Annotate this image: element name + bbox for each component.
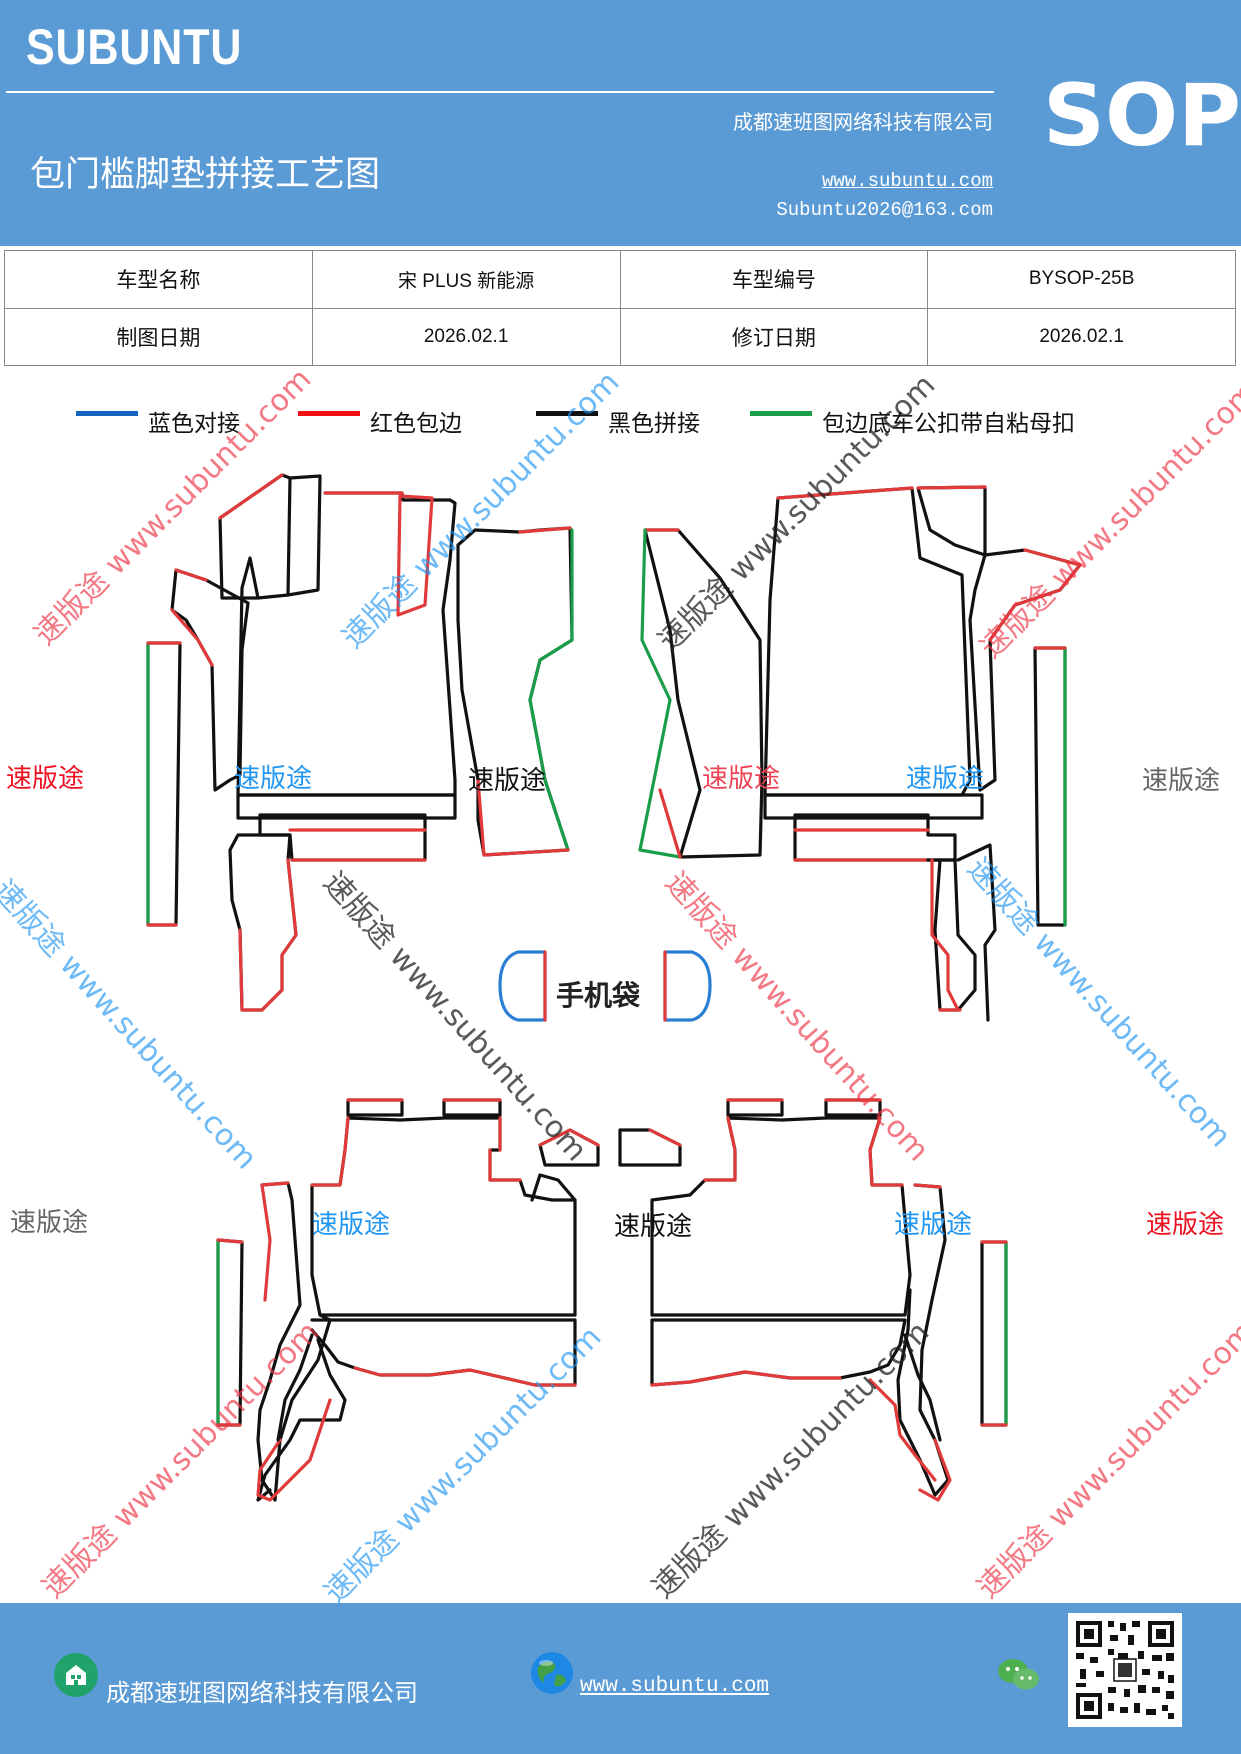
sop-badge: SOP — [1043, 66, 1241, 166]
header-website-link[interactable]: www.subuntu.com — [821, 170, 993, 192]
document-title: 包门槛脚垫拼接工艺图 — [30, 155, 381, 195]
legend-swatch — [76, 411, 138, 416]
revise-date-value: 2026.02.1 — [927, 307, 1236, 366]
brand-mark-label: 速版途 — [906, 764, 985, 794]
footer-banner: 成都速班图网络科技有限公司 www.subuntu.com — [0, 1603, 1241, 1754]
footer-website-link[interactable]: www.subuntu.com — [580, 1675, 770, 1698]
model-info-table: 车型名称 宋 PLUS 新能源 车型编号 BYSOP-25B 制图日期 2026… — [4, 250, 1236, 366]
building-icon — [54, 1653, 98, 1697]
brand-mark-label: 速版途 — [10, 1208, 89, 1238]
footer-company: 成都速班图网络科技有限公司 — [106, 1679, 418, 1707]
header-company: 成都速班图网络科技有限公司 — [733, 110, 993, 134]
rear-left-mat — [216, 1098, 600, 1502]
front-right-mat — [638, 485, 1082, 1022]
brand-mark-label: 速版途 — [702, 764, 781, 794]
brand-mark-label: 速版途 — [1146, 1210, 1225, 1240]
phone-pocket-label: 手机袋 — [556, 979, 641, 1012]
legend-label: 黑色拼接 — [608, 411, 700, 437]
phone-pocket — [498, 950, 712, 1022]
brand-mark-label: 速版途 — [6, 764, 85, 794]
qr-code — [1068, 1613, 1182, 1727]
legend-swatch — [536, 411, 598, 416]
legend-label: 蓝色对接 — [148, 411, 240, 437]
model-code-value: BYSOP-25B — [927, 250, 1236, 309]
table-row: 制图日期 2026.02.1 修订日期 2026.02.1 — [4, 307, 1236, 366]
legend-swatch — [298, 411, 360, 416]
brand-logo: SUBUNTU — [26, 19, 243, 75]
brand-mark-label: 速版途 — [614, 1212, 693, 1242]
brand-mark-label: 速版途 — [1142, 766, 1221, 796]
brand-mark-label: 速版途 — [234, 764, 313, 794]
brand-mark-label: 速版途 — [468, 766, 547, 796]
header-divider — [6, 91, 994, 93]
model-code-label: 车型编号 — [619, 250, 929, 309]
brand-mark-label: 速版途 — [894, 1210, 973, 1240]
mat-pattern-drawing — [146, 473, 1082, 1502]
wechat-icon — [998, 1659, 1039, 1690]
rear-right-mat — [618, 1098, 1008, 1502]
model-name-label: 车型名称 — [4, 250, 313, 309]
header-email: Subuntu2026@163.com — [776, 199, 993, 221]
legend-label: 包边底车公扣带自粘母扣 — [822, 411, 1075, 437]
globe-icon — [531, 1652, 573, 1694]
revise-date-label: 修订日期 — [619, 307, 929, 366]
legend-swatch — [750, 411, 812, 416]
table-row: 车型名称 宋 PLUS 新能源 车型编号 BYSOP-25B — [4, 250, 1236, 309]
front-left-mat — [146, 473, 574, 1012]
legend-label: 红色包边 — [370, 411, 462, 437]
draw-date-value: 2026.02.1 — [311, 307, 621, 366]
model-name-value: 宋 PLUS 新能源 — [311, 250, 621, 309]
draw-date-label: 制图日期 — [4, 307, 313, 366]
header-banner: SUBUNTU 成都速班图网络科技有限公司 包门槛脚垫拼接工艺图 www.sub… — [0, 0, 1241, 246]
brand-mark-label: 速版途 — [312, 1210, 391, 1240]
